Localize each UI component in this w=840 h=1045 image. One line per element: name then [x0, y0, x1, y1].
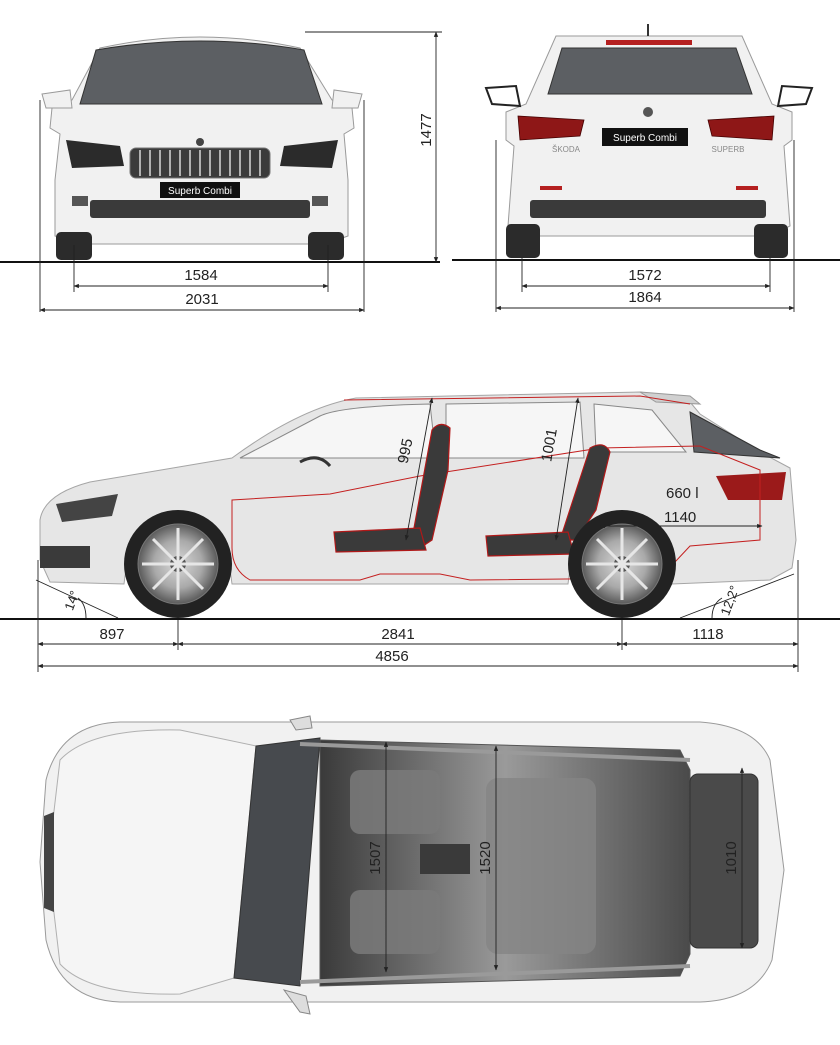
- rear-wheel-side: [568, 510, 676, 618]
- front-license-plate: [160, 182, 240, 198]
- rear-license-plate: [602, 128, 688, 146]
- rear-badge-left: ŠKODA: [552, 145, 581, 154]
- rear-badge-right: SUPERB: [712, 145, 745, 154]
- wheelbase-label: 2841: [381, 626, 414, 643]
- front-overhang-label: 897: [99, 626, 124, 643]
- rear-headroom-line: [554, 397, 580, 541]
- overall-length-label: 4856: [375, 648, 408, 665]
- height-label: 1477: [418, 113, 435, 146]
- boot-length-label: 1140: [664, 509, 696, 526]
- front-headroom-line: [404, 397, 434, 541]
- rear-headroom-label: 1001: [538, 427, 561, 463]
- front-headroom-label: 995: [395, 437, 417, 465]
- departure-angle-label: 12,2°: [718, 584, 743, 618]
- front-car-body: [41, 36, 363, 260]
- rear-plate-text: Superb Combi: [613, 133, 677, 144]
- interior-outline: [231, 445, 761, 581]
- front-shoulder-label: 1507: [367, 841, 384, 874]
- approach-angle-label: 14°: [61, 589, 82, 613]
- front-plate-text: Superb Combi: [168, 186, 232, 197]
- front-wheel-side: [124, 510, 232, 618]
- front-track-label: 1584: [184, 267, 217, 284]
- front-view: Superb Combi 1584 2031 1477: [0, 31, 442, 313]
- rear-width-label: 1864: [628, 289, 661, 306]
- rear-shoulder-label: 1520: [477, 841, 494, 874]
- rear-track-label: 1572: [628, 267, 661, 284]
- top-view: 1507 1520 1010: [39, 715, 785, 1015]
- front-width-label: 2031: [185, 291, 218, 308]
- rear-view: ŠKODA SUPERB Superb Combi 1572 1864: [452, 24, 840, 312]
- boot-width-label: 1010: [723, 841, 740, 874]
- side-view: 995 1001 660 l 1140 14° 12,2° 897 2841 1…: [0, 391, 840, 672]
- rear-overhang-label: 1118: [692, 626, 723, 643]
- top-car-body: [39, 715, 785, 1015]
- boot-volume-label: 660 l: [666, 485, 699, 502]
